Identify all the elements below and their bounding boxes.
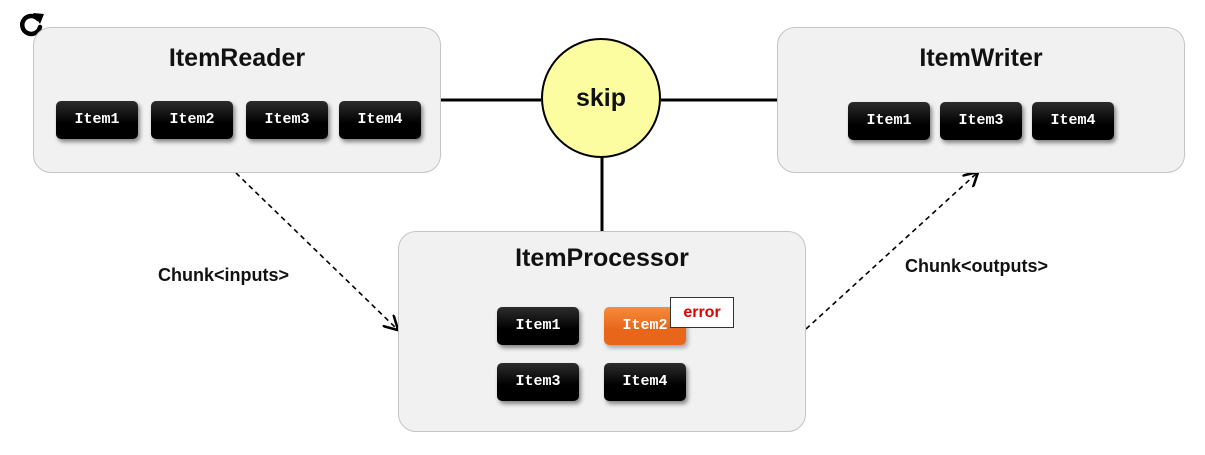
writer-item-3: Item3 [940,102,1022,140]
writer-item-4: Item4 [1032,102,1114,140]
item-reader-title: ItemReader [168,44,306,72]
processor-item-4: Item4 [604,363,686,401]
chunk-inputs-label: Chunk<inputs> [158,265,290,285]
input-chunk-arrow [235,172,397,329]
item-writer-panel: ItemWriter Item1 Item3 Item4 [777,27,1185,173]
item-processor-title: ItemProcessor [515,244,689,272]
reader-item-1: Item1 [56,101,138,139]
processor-item-3: Item3 [497,363,579,401]
output-chunk-arrow [805,173,977,330]
item-processor-panel: ItemProcessor Item1 Item2 Item3 Item4 [398,231,806,432]
reader-item-4: Item4 [339,101,421,139]
writer-item-1: Item1 [848,102,930,140]
processor-item-1: Item1 [497,307,579,345]
item-reader-panel: ItemReader Item1 Item2 Item3 Item4 [33,27,441,173]
chunk-outputs-label: Chunk<outputs> [905,256,1048,276]
error-callout: error [670,297,734,328]
reader-item-3: Item3 [246,101,328,139]
reader-item-2: Item2 [151,101,233,139]
skip-node: skip [541,38,661,158]
item-writer-title: ItemWriter [919,44,1043,72]
